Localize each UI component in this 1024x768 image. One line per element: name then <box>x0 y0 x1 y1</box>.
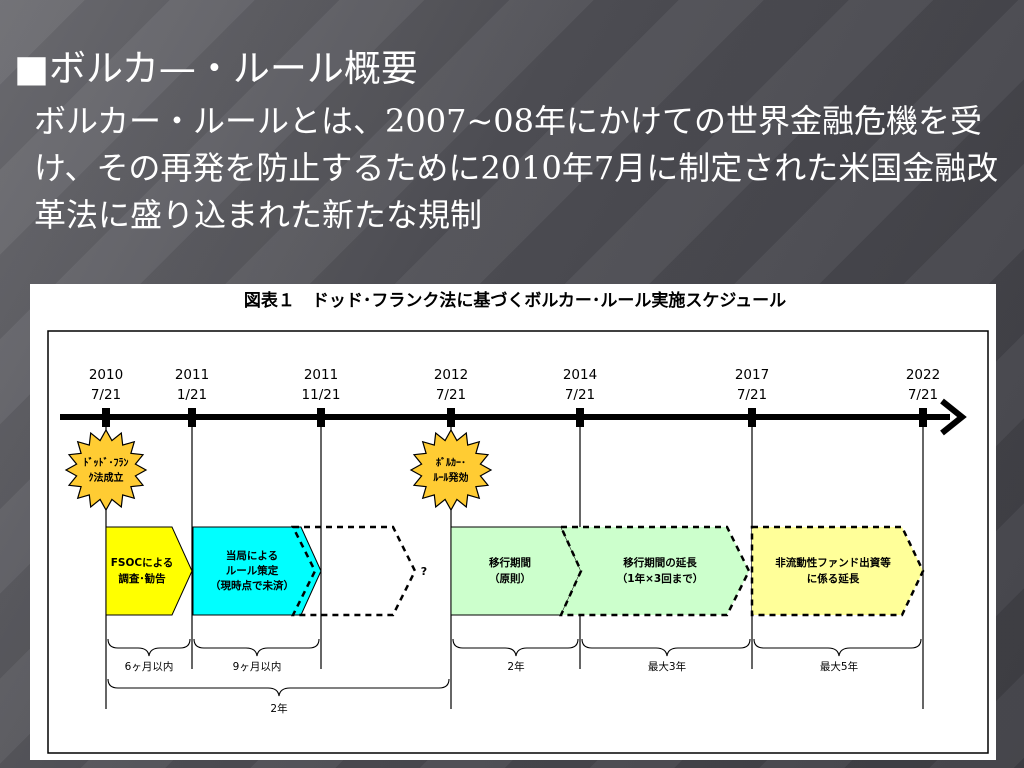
duration-max-5-years: 最大5年 <box>820 660 858 673</box>
tick-year-2: 2011 <box>304 367 338 383</box>
burst-volcker-line2: ﾙｰﾙ発効 <box>433 471 469 484</box>
schedule-figure: 図表１ ドッド･フランク法に基づくボルカー･ルール実施スケジュール 2010 7… <box>30 284 996 760</box>
tick-date-0: 7/21 <box>91 387 121 403</box>
brace-max-5-years <box>753 638 922 657</box>
phase-illiquid-fund-arrow <box>750 525 925 617</box>
burst-dodd-frank <box>64 428 148 512</box>
brace-max-3-years <box>581 638 751 657</box>
tick-mark-6 <box>919 408 927 427</box>
tick-year-4: 2014 <box>563 367 597 383</box>
phase-rulemaking-line2: ルール策定 <box>226 564 279 577</box>
burst-volcker-effective <box>409 428 493 512</box>
tick-date-1: 1/21 <box>177 387 207 403</box>
phase-extension-line2: （1年×3回まで） <box>617 572 703 585</box>
figure-frame <box>47 330 989 754</box>
tick-mark-0 <box>102 408 110 427</box>
phase-illiquid-line2: に係る延長 <box>807 572 860 585</box>
phase-transition-line2: （原則） <box>489 572 531 585</box>
tick-date-6: 7/21 <box>908 387 938 403</box>
duration-2-years-overall: 2年 <box>270 702 287 715</box>
tick-date-3: 7/21 <box>436 387 466 403</box>
tick-mark-5 <box>748 408 756 427</box>
duration-2-years-transition: 2年 <box>507 660 524 673</box>
phase-extension-line1: 移行期間の延長 <box>623 556 697 569</box>
phase-illiquid-line1: 非流動性ファンド出資等 <box>775 556 891 569</box>
burst-volcker-line1: ﾎﾞﾙｶｰ･ <box>436 456 466 469</box>
phase-fsoc-line2: 調査･勧告 <box>118 572 166 585</box>
phase-rulemaking-arrow <box>192 526 322 616</box>
tick-mark-2 <box>317 408 325 427</box>
phase-extension-arrow <box>559 525 751 617</box>
burst-dodd-frank-line1: ﾄﾞｯﾄﾞ･ﾌﾗﾝ <box>84 456 129 469</box>
tick-mark-3 <box>447 408 455 427</box>
brace-9-months <box>193 638 320 657</box>
phase-transition-line1: 移行期間 <box>489 556 531 569</box>
phase-undetermined-mark: ? <box>421 565 427 578</box>
brace-2-years-transition <box>452 638 579 657</box>
brace-2-years-overall <box>107 678 450 697</box>
tick-year-0: 2010 <box>89 367 123 383</box>
slide-body-text: ボルカー・ルールとは、2007~08年にかけての世界金融危機を受け、その再発を防… <box>34 102 999 234</box>
phase-fsoc-line1: FSOCによる <box>111 557 174 569</box>
tick-date-4: 7/21 <box>565 387 595 403</box>
tick-year-6: 2022 <box>906 367 940 383</box>
tick-year-5: 2017 <box>735 367 769 383</box>
tick-mark-1 <box>188 408 196 427</box>
duration-max-3-years: 最大3年 <box>648 660 686 673</box>
duration-9-months: 9ヶ月以内 <box>233 660 282 673</box>
tick-mark-4 <box>576 408 584 427</box>
phase-undetermined-arrow <box>290 525 417 617</box>
burst-dodd-frank-line2: ｸ法成立 <box>89 471 124 484</box>
figure-caption: 図表１ ドッド･フランク法に基づくボルカー･ルール実施スケジュール <box>244 290 786 311</box>
tick-year-3: 2012 <box>434 367 468 383</box>
brace-6-months <box>107 638 191 657</box>
timeline-arrowhead <box>940 398 967 436</box>
tick-year-1: 2011 <box>175 367 209 383</box>
phase-rulemaking-line3: （現時点で未済） <box>210 579 294 592</box>
phase-transition-arrow <box>450 526 582 616</box>
phase-fsoc-arrow <box>105 526 193 616</box>
tick-date-2: 11/21 <box>302 387 341 403</box>
duration-6-months: 6ヶ月以内 <box>125 660 174 673</box>
tick-date-5: 7/21 <box>737 387 767 403</box>
phase-rulemaking-line1: 当局による <box>226 549 278 562</box>
schedule-diagram: 図表１ ドッド･フランク法に基づくボルカー･ルール実施スケジュール 2010 7… <box>47 290 989 754</box>
slide-title: ■ボルカ—・ルール概要 <box>14 47 418 90</box>
